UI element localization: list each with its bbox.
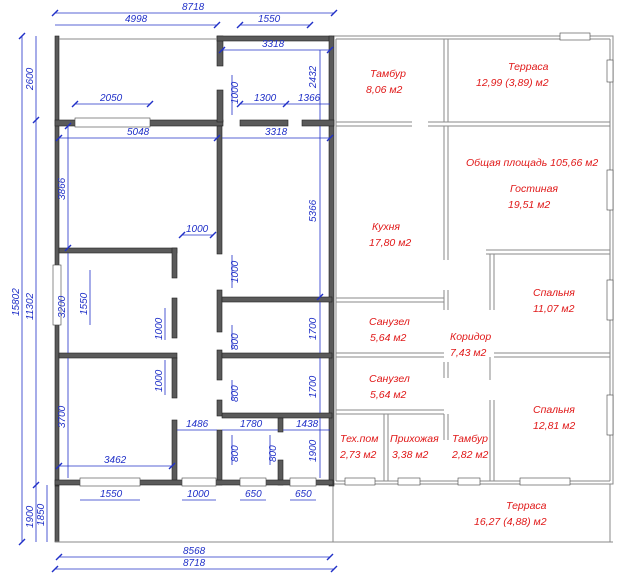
dim-door-left-a: 1000 <box>154 317 165 340</box>
dimension-labels: 8718 4998 1550 3318 2050 1300 1366 5048 … <box>11 2 321 569</box>
room-vestibule-top-name: Тамбур <box>370 68 406 80</box>
room-living-area: 19,51 м2 <box>508 199 550 211</box>
room-kitchen-area: 17,80 м2 <box>369 237 411 249</box>
dim-door-top: 1000 <box>186 224 209 235</box>
dim-left-window: 1550 <box>79 292 90 315</box>
room-bedroom1-name: Спальня <box>533 287 575 299</box>
dim-left-top: 2600 <box>25 67 36 91</box>
room-tech-name: Тех.пом <box>340 433 378 445</box>
dim-bath-door-b: 800 <box>230 385 241 402</box>
dim-top-left: 4998 <box>125 14 148 25</box>
dim-left-bottom-inner: 1850 <box>36 503 47 526</box>
room-bedroom2-name: Спальня <box>533 404 575 416</box>
dim-bath-door-a: 800 <box>230 333 241 350</box>
dim-kitchen-right-width: 3318 <box>265 127 288 138</box>
dim-corridor-1438: 1438 <box>296 419 319 430</box>
dim-vestibule-sub-b: 1366 <box>298 93 321 104</box>
dim-small-door-b: 800 <box>268 445 279 462</box>
dim-kitchen-left-width: 5048 <box>127 127 150 138</box>
dim-small-height: 1900 <box>308 439 319 462</box>
dim-corridor-1780: 1780 <box>240 419 263 430</box>
dim-vestibule-sub-a: 1300 <box>254 93 277 104</box>
dimension-lines <box>18 9 338 573</box>
room-corridor-name: Коридор <box>450 331 491 343</box>
room-bath2-name: Санузел <box>369 373 410 385</box>
room-hallway-name: Прихожая <box>390 433 439 445</box>
room-tech-area: 2,73 м2 <box>339 449 377 461</box>
dim-vestibule-width: 3318 <box>262 39 285 50</box>
room-terrace-bottom-area: 16,27 (4,88) м2 <box>474 516 547 528</box>
room-corridor-area: 7,43 м2 <box>450 347 487 359</box>
room-terrace-top-name: Терраса <box>508 61 549 73</box>
dim-bath-height-a: 1700 <box>308 317 319 340</box>
dim-bottom-window: 1550 <box>100 489 123 500</box>
total-area-label: Общая площадь 105,66 м2 <box>466 157 598 169</box>
dim-left-inner: 11302 <box>25 292 36 320</box>
dim-left-room-height: 3200 <box>57 295 68 318</box>
dim-small-door-a: 800 <box>230 445 241 462</box>
dim-door-kitchen-side: 1000 <box>230 260 241 283</box>
dim-bottom-door: 1000 <box>187 489 210 500</box>
room-living-name: Гостиная <box>510 183 558 195</box>
dim-bottom-650-b: 650 <box>295 489 312 500</box>
room-bath1-name: Санузел <box>369 316 410 328</box>
room-bedroom2-area: 12,81 м2 <box>533 420 575 432</box>
room-vestibule-bottom-name: Тамбур <box>452 433 488 445</box>
room-vestibule-top-area: 8,06 м2 <box>366 84 403 96</box>
dim-door-left-b: 1000 <box>154 369 165 392</box>
room-bath2-area: 5,64 м2 <box>370 389 407 401</box>
dim-room-left-height: 3866 <box>57 177 68 200</box>
dim-kitchen-right-height: 5366 <box>308 199 319 222</box>
dim-left-bottom-outer: 1900 <box>25 505 36 528</box>
dim-top-right: 1550 <box>258 14 281 25</box>
dim-bottom-left-height: 3700 <box>57 405 68 428</box>
dim-left-total: 15802 <box>11 288 22 316</box>
dim-bottom-room-width: 3462 <box>104 455 127 466</box>
dim-bath-height-b: 1700 <box>308 375 319 398</box>
room-terrace-bottom-name: Терраса <box>506 500 547 512</box>
dim-bottom-total: 8718 <box>183 558 206 569</box>
room-labels: Тамбур 8,06 м2 Терраса 12,99 (3,89) м2 О… <box>339 61 598 528</box>
left-half-walls <box>52 35 335 543</box>
room-bedroom1-area: 11,07 м2 <box>533 303 575 315</box>
right-half-walls <box>332 32 614 543</box>
dim-top-total: 8718 <box>182 2 205 13</box>
dim-terrace-window: 2050 <box>99 93 123 104</box>
room-kitchen-name: Кухня <box>372 221 400 233</box>
dim-bottom-650-a: 650 <box>245 489 262 500</box>
dim-corridor-1486: 1486 <box>186 419 209 430</box>
dim-bottom-inner: 8568 <box>183 546 206 557</box>
room-hallway-area: 3,38 м2 <box>392 449 429 461</box>
room-terrace-top-area: 12,99 (3,89) м2 <box>476 77 549 89</box>
room-bath1-area: 5,64 м2 <box>370 332 407 344</box>
room-vestibule-bottom-area: 2,82 м2 <box>451 449 489 461</box>
dim-vestibule-height: 2432 <box>308 65 319 89</box>
dim-vestibule-door: 1000 <box>230 81 241 104</box>
